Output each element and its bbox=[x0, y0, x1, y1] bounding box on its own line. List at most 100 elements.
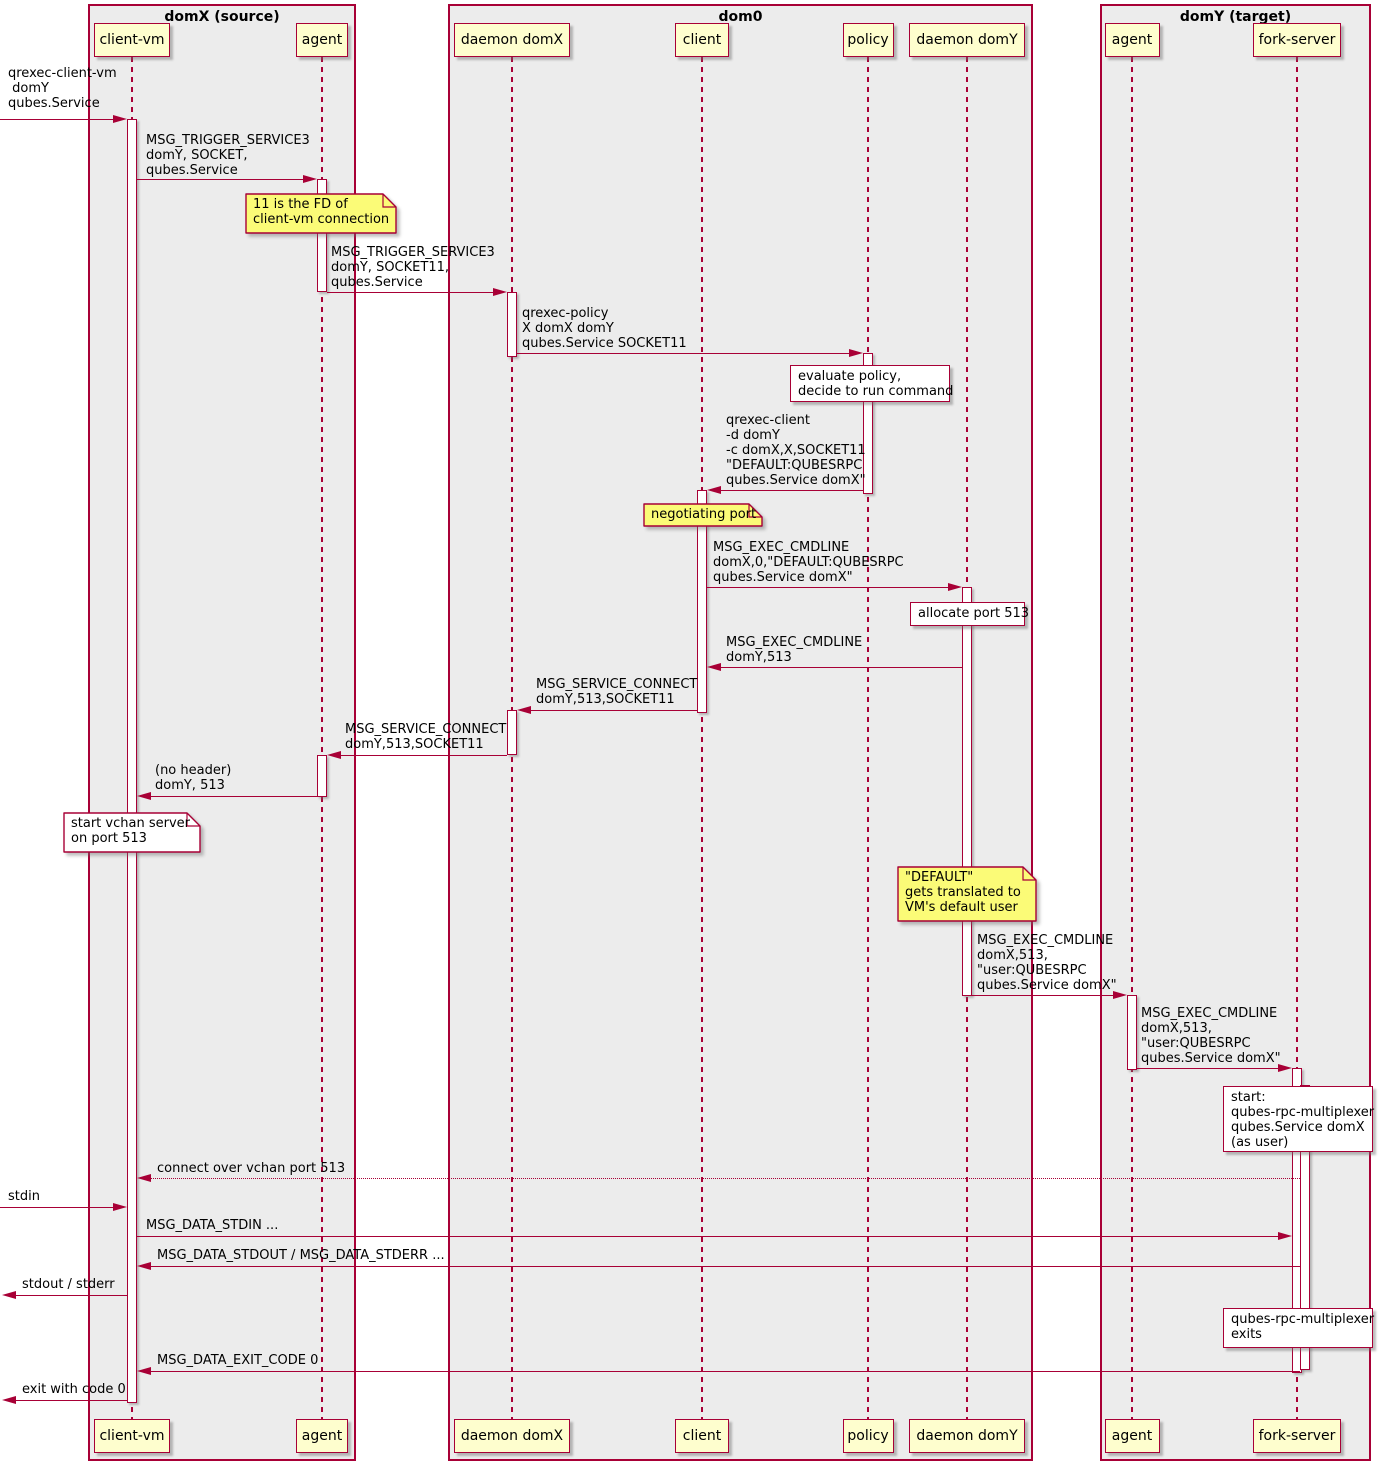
message-arrow-msg-exec-cmdline-user-fork bbox=[1137, 1068, 1288, 1069]
arrowhead-msg-exec-cmdline-port bbox=[707, 663, 721, 671]
note-line: VM's default user bbox=[905, 900, 1018, 915]
note-line: on port 513 bbox=[71, 831, 147, 846]
message-arrow-connect-over-vchan bbox=[141, 1178, 1300, 1179]
note-line: decide to run command bbox=[798, 384, 954, 399]
message-arrow-stdout-stderr-out bbox=[6, 1295, 127, 1296]
message-arrow-msg-data-stdin bbox=[137, 1236, 1288, 1237]
activation-daemon-domx-connect bbox=[507, 710, 517, 755]
participant-agent-x: agent bbox=[296, 23, 348, 57]
note-fold-shape bbox=[643, 503, 763, 527]
message-arrow-msg-data-stdout-stderr bbox=[141, 1266, 1300, 1267]
message-arrow-stdin-in bbox=[0, 1207, 123, 1208]
message-line: domX,513, bbox=[1141, 1021, 1212, 1036]
note-fold-shape bbox=[897, 866, 1037, 922]
message-arrow-qrexec-policy-call bbox=[517, 353, 859, 354]
message-line: MSG_DATA_STDIN ... bbox=[146, 1218, 279, 1233]
note-text-negotiating-port: negotiating port bbox=[643, 503, 763, 527]
message-line: "user:QUBESRPC bbox=[1141, 1036, 1251, 1051]
message-arrow-qrexec-client-vm-invoke bbox=[0, 119, 123, 120]
message-line: exit with code 0 bbox=[22, 1382, 126, 1397]
note-line: (as user) bbox=[1231, 1135, 1289, 1150]
arrowhead-msg-exec-cmdline-default bbox=[948, 583, 962, 591]
arrowhead-qrexec-policy-call bbox=[849, 349, 863, 357]
participant-fork-server-bottom: fork-server bbox=[1253, 1419, 1341, 1453]
message-line: domY, SOCKET, bbox=[146, 148, 248, 163]
arrowhead-msg-data-exit-code bbox=[137, 1367, 151, 1375]
note-line: qubes-rpc-multiplexer bbox=[1231, 1105, 1375, 1120]
message-line: domY,513,SOCKET11 bbox=[345, 737, 484, 752]
lifeline-fork-server bbox=[1296, 57, 1298, 1419]
message-line: domY,513 bbox=[726, 650, 792, 665]
message-arrow-msg-exec-cmdline-user-daemon bbox=[972, 995, 1123, 996]
message-line: qubes.Service bbox=[331, 275, 423, 290]
activation-agent-y-exec bbox=[1127, 995, 1137, 1070]
participant-policy-bottom: policy bbox=[842, 1419, 894, 1453]
message-no-header-domy-513: (no header)domY, 513 bbox=[155, 763, 231, 793]
message-line: qubes.Service bbox=[146, 163, 238, 178]
note-fold-shape bbox=[245, 193, 397, 234]
arrowhead-msg-exec-cmdline-user-daemon bbox=[1113, 991, 1127, 999]
message-msg-data-stdout-stderr: MSG_DATA_STDOUT / MSG_DATA_STDERR ... bbox=[157, 1248, 445, 1263]
arrowhead-msg-data-stdout-stderr bbox=[137, 1262, 151, 1270]
message-line: MSG_TRIGGER_SERVICE3 bbox=[146, 133, 310, 148]
message-line: qrexec-client-vm bbox=[8, 66, 117, 81]
message-arrow-msg-exec-cmdline-default bbox=[707, 587, 958, 588]
message-arrow-msg-trigger-service3-socket bbox=[137, 179, 313, 180]
message-arrow-exit-with-code-0 bbox=[6, 1400, 127, 1401]
message-stdin-in: stdin bbox=[8, 1189, 40, 1204]
message-line: stdout / stderr bbox=[22, 1277, 115, 1292]
activation-daemon-domy-allocate bbox=[962, 587, 972, 996]
message-line: domY, SOCKET11, bbox=[331, 260, 449, 275]
message-line: qrexec-policy bbox=[522, 306, 609, 321]
note-text-evaluate-policy: evaluate policy,decide to run command bbox=[791, 366, 954, 401]
message-arrow-msg-data-exit-code bbox=[141, 1371, 1300, 1372]
note-line: qubes-rpc-multiplexer bbox=[1231, 1312, 1375, 1327]
arrowhead-qrexec-client-vm-invoke bbox=[113, 115, 127, 123]
note-fold-shape bbox=[63, 812, 201, 853]
message-line: MSG_EXEC_CMDLINE bbox=[1141, 1006, 1278, 1021]
arrowhead-msg-data-stdin bbox=[1278, 1232, 1292, 1240]
lifeline-agent-y bbox=[1131, 57, 1133, 1419]
message-line: domY bbox=[8, 81, 49, 96]
note-line: allocate port 513 bbox=[918, 606, 1030, 621]
message-line: connect over vchan port 513 bbox=[157, 1161, 346, 1176]
note-line: evaluate policy, bbox=[798, 369, 902, 384]
activation-policy-evaluate bbox=[863, 353, 873, 494]
message-arrow-qrexec-client-cmd bbox=[711, 490, 863, 491]
message-line: qubes.Service domX" bbox=[977, 978, 1117, 993]
arrowhead-msg-trigger-service3-socket bbox=[303, 175, 317, 183]
participant-agent-y-bottom: agent bbox=[1104, 1419, 1160, 1453]
participant-policy: policy bbox=[842, 23, 894, 57]
message-line: MSG_SERVICE_CONNECT bbox=[345, 722, 507, 737]
participant-daemon-domy: daemon domY bbox=[909, 23, 1025, 57]
activation-client-negotiate bbox=[697, 490, 707, 713]
activation-agent-connect bbox=[317, 755, 327, 797]
arrowhead-exit-with-code-0 bbox=[2, 1396, 16, 1404]
message-qrexec-client-cmd: qrexec-client-d domY-c domX,X,SOCKET11"D… bbox=[726, 413, 866, 488]
participant-daemon-domy-bottom: daemon domY bbox=[909, 1419, 1025, 1453]
message-line: qubes.Service bbox=[8, 96, 100, 111]
message-arrow-no-header-domy-513 bbox=[141, 796, 317, 797]
message-line: stdin bbox=[8, 1189, 40, 1204]
message-line: qrexec-client bbox=[726, 413, 810, 428]
message-line: X domX domY bbox=[522, 321, 614, 336]
message-line: domX,0,"DEFAULT:QUBESRPC bbox=[713, 555, 904, 570]
message-arrow-msg-trigger-service3-socket11 bbox=[327, 292, 503, 293]
group-title-domx-source: domX (source) bbox=[164, 9, 280, 25]
participant-agent-y: agent bbox=[1104, 23, 1160, 57]
activation-agent-trigger bbox=[317, 179, 327, 292]
arrowhead-msg-service-connect-daemon bbox=[517, 706, 531, 714]
message-msg-data-exit-code: MSG_DATA_EXIT_CODE 0 bbox=[157, 1353, 318, 1368]
